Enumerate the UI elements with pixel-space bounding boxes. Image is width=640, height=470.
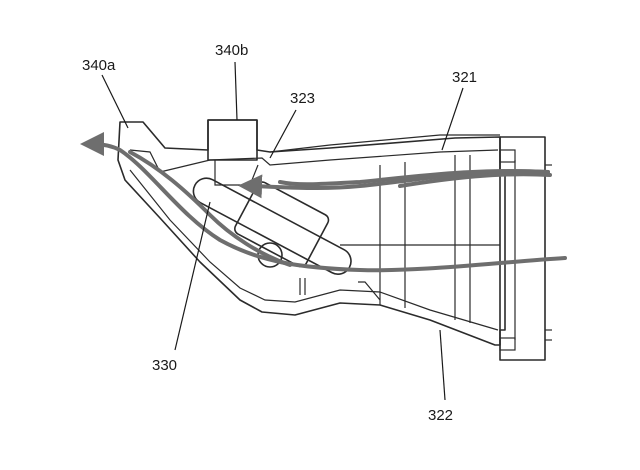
label-322: 322: [428, 407, 453, 424]
label-330: 330: [152, 357, 177, 374]
label-323: 323: [290, 90, 315, 107]
label-340b: 340b: [215, 42, 248, 59]
label-340a: 340a: [82, 57, 116, 74]
leader-lines: [102, 62, 463, 400]
damper-housing-340b: [208, 120, 258, 185]
label-321: 321: [452, 69, 477, 86]
airflow-arrows: [92, 144, 565, 270]
